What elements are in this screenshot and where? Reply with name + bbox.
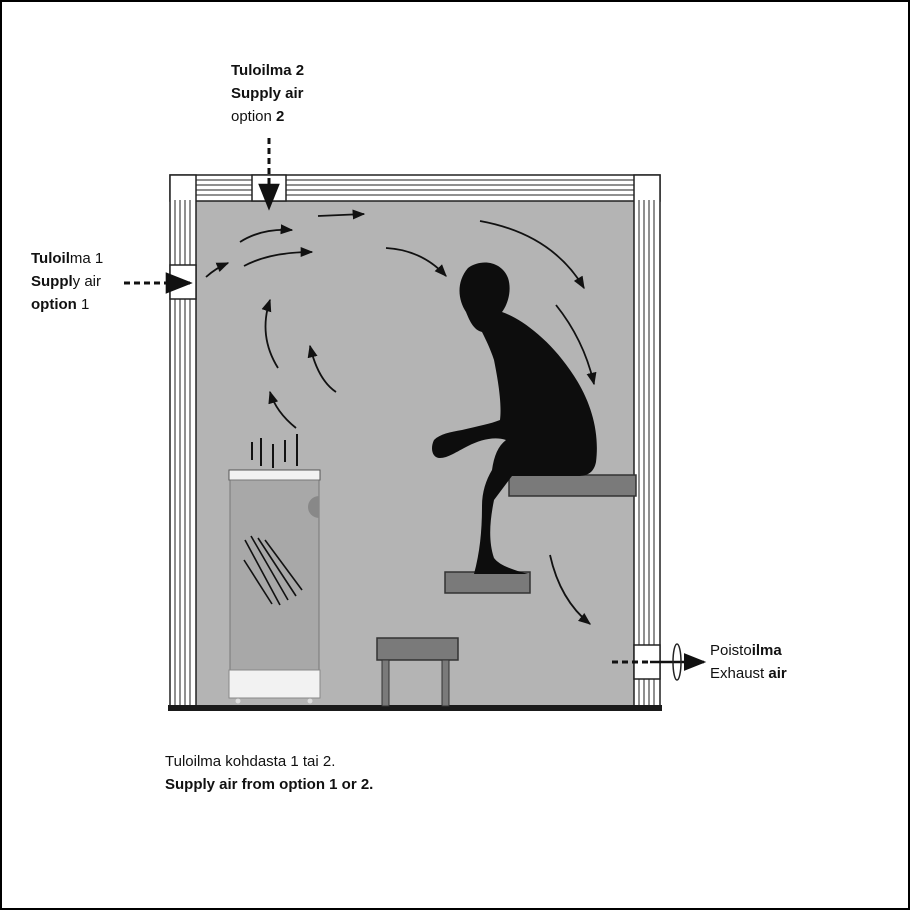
airflow-arrow xyxy=(205,262,230,278)
supply-option-2-line2: Supply air xyxy=(231,85,304,102)
exhaust-label: Poistoilma Exhaust air xyxy=(710,639,787,685)
caption-line1: Tuloilma kohdasta 1 tai 2. xyxy=(165,753,336,770)
exhaust-line1: Poisto xyxy=(710,642,752,659)
person-silhouette xyxy=(432,262,597,574)
supply-option-1-line3-bold: option xyxy=(31,296,77,313)
caption-line2-text: Supply air from option 1 or 2. xyxy=(165,776,374,793)
caption-line2: Supply air from option 1 or 2. xyxy=(165,773,373,796)
supply-vent-1 xyxy=(169,264,197,300)
exhaust-valve-icon xyxy=(672,643,682,681)
airflow-arrow xyxy=(549,554,591,625)
supply-option-2-line1: Tuloilma 2 xyxy=(231,62,305,79)
supply-option-2-line3: option xyxy=(231,108,277,125)
upper-bench xyxy=(508,474,637,497)
airflow-arrow xyxy=(555,304,597,386)
airflow-arrow xyxy=(317,209,366,220)
stool xyxy=(376,637,459,707)
exhaust-line2-bold: air xyxy=(768,665,787,682)
airflow-arrow xyxy=(239,224,294,243)
airflow-arrow xyxy=(385,247,447,277)
heater-steam-lines xyxy=(251,434,298,468)
supply-option-2-line3-number: 2 xyxy=(276,108,285,125)
caption: Tuloilma kohdasta 1 tai 2. Supply air fr… xyxy=(165,750,373,796)
supply-option-1-line1-rest: ma 1 xyxy=(69,250,104,267)
supply-option-1-line2-rest: y air xyxy=(72,273,102,290)
supply-option-2-label: Tuloilma 2 Supply air option 2 xyxy=(231,59,304,128)
airflow-arrow xyxy=(479,220,585,290)
sauna-heater xyxy=(228,434,321,704)
airflow-arrow xyxy=(243,246,314,267)
supply-option-1-line1-bold: Tuloil xyxy=(31,250,70,267)
airflow-arrow xyxy=(307,344,337,393)
airflow-arrow xyxy=(261,298,279,369)
airflow-arrows xyxy=(205,209,597,625)
supply-option-1-label: Tuloilma 1 Supply air option 1 xyxy=(31,247,103,316)
floor xyxy=(168,705,662,711)
airflow-arrow xyxy=(268,390,297,429)
supply-option-1-line2-bold: Suppl xyxy=(31,273,73,290)
exhaust-line2: Exhaust xyxy=(710,665,769,682)
exhaust-line1-bold: ilma xyxy=(751,642,782,659)
right-wall xyxy=(633,174,661,711)
supply-option-1-line3-rest: 1 xyxy=(76,296,90,313)
left-wall xyxy=(169,174,197,711)
ceiling-wall xyxy=(169,174,661,202)
foot-bench xyxy=(444,571,531,594)
